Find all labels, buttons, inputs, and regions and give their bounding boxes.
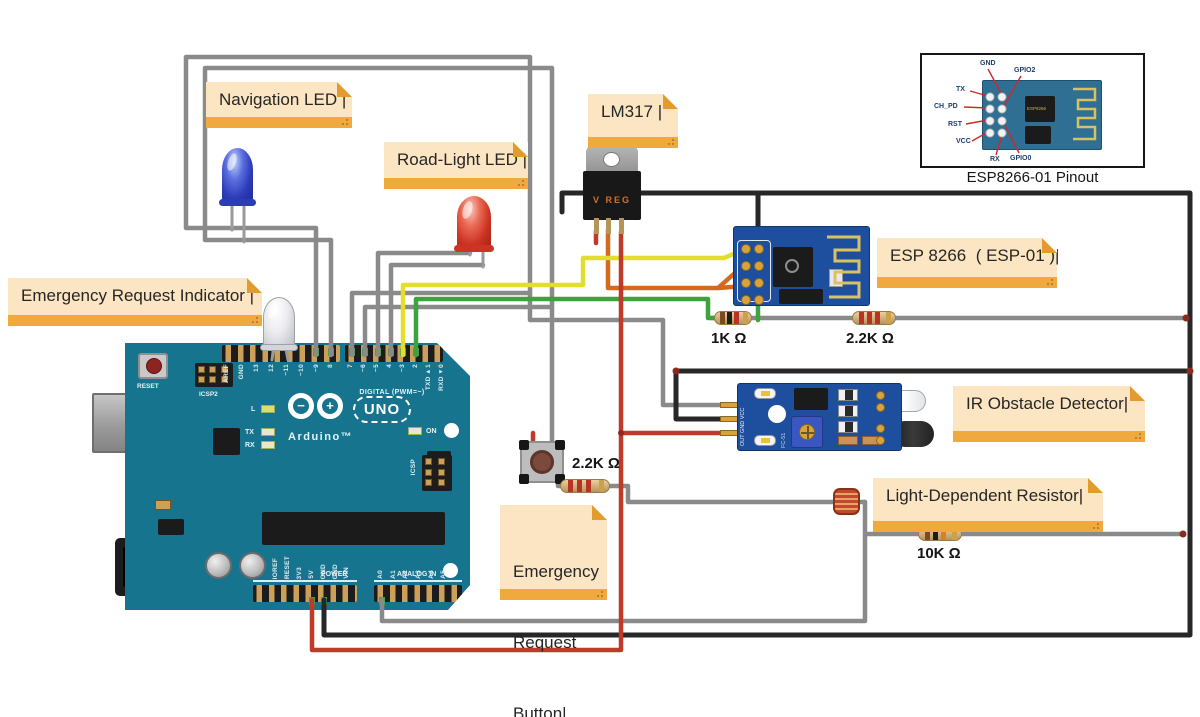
power-caption: POWER <box>321 571 348 578</box>
ir-pin-labels: OUT GND VCC <box>740 407 746 446</box>
mounting-hole <box>443 563 458 578</box>
note-emergency-request-button[interactable]: Emergency Request Button| <box>500 505 607 717</box>
emergency-request-button[interactable] <box>519 440 565 484</box>
digital-header-left[interactable] <box>222 345 340 362</box>
pinout-board: ESP8266 <box>982 80 1102 150</box>
led-rx <box>261 441 275 449</box>
resistor-2k2-esp[interactable] <box>852 311 896 325</box>
esp-pin <box>754 244 764 254</box>
icsp2-header[interactable] <box>195 363 233 387</box>
led-tx-label: TX <box>245 429 254 436</box>
note-text: Light-Dependent Resistor| <box>886 486 1084 505</box>
smd-part <box>155 500 171 510</box>
note-esp8266[interactable]: ESP 8266 ( ESP-01 )| <box>877 238 1060 288</box>
capacitor <box>239 552 266 579</box>
atmega-chip <box>262 512 445 545</box>
ir-obstacle-module[interactable]: OUT GND VCC FC-51 <box>720 383 935 451</box>
power-header[interactable] <box>253 585 357 602</box>
pinout-annotations <box>963 68 1022 156</box>
ldr-photoresistor[interactable] <box>833 488 860 515</box>
note-text: Navigation LED | <box>219 90 347 109</box>
led-tx <box>261 428 275 436</box>
junction-dots <box>618 314 1194 538</box>
arduino-brand: Arduino™ <box>288 431 354 443</box>
esp-chip <box>773 247 813 287</box>
note-text: Emergency Request Indicator | <box>21 286 255 305</box>
pin-contacts <box>309 348 419 605</box>
note-text: ESP 8266 ( ESP-01 )| <box>890 246 1060 265</box>
led-l <box>261 405 275 413</box>
smd-part <box>158 519 184 535</box>
reset-button[interactable] <box>138 353 168 379</box>
arduino-logo: − + <box>288 393 343 419</box>
reset-label: RESET <box>137 383 159 390</box>
note-emergency-request-indicator[interactable]: Emergency Request Indicator | <box>8 278 262 326</box>
esp-pin <box>754 278 764 288</box>
pinout-label-vcc: VCC <box>956 138 971 145</box>
esp-pin <box>741 244 751 254</box>
analog-header[interactable] <box>374 585 462 602</box>
mounting-hole <box>444 423 459 438</box>
note-ir-obstacle-detector[interactable]: IR Obstacle Detector| <box>953 386 1145 442</box>
pinout-label-gpio2: GPIO2 <box>1014 67 1036 74</box>
ir-comparator-ic <box>794 388 828 410</box>
lm317-body: V REG <box>583 171 641 220</box>
note-text-line: Emergency <box>513 561 599 581</box>
emergency-indicator-led[interactable] <box>260 297 298 351</box>
ir-potentiometer[interactable] <box>791 416 823 448</box>
pinout-label-tx: TX <box>956 86 965 93</box>
pinout-label-rst: RST <box>948 121 962 128</box>
esp8266-pinout-panel: ESP8266 GND GPIO2 TX CH_PD R <box>920 53 1145 168</box>
pinout-chip-label: ESP8266 <box>1027 106 1047 111</box>
note-lm317[interactable]: LM317 | <box>588 94 678 148</box>
esp-pin <box>741 261 751 271</box>
note-text-line: Request <box>513 632 577 652</box>
navigation-led[interactable] <box>219 148 256 206</box>
led-rx-label: RX <box>245 442 255 449</box>
esp-pin <box>741 278 751 288</box>
antenna-trace <box>827 235 861 299</box>
esp8266-module[interactable] <box>733 226 870 306</box>
road-light-led[interactable] <box>454 196 494 252</box>
uno-badge: UNO <box>353 396 411 423</box>
led-on <box>408 427 422 435</box>
flash-chip <box>779 289 823 304</box>
button-cap[interactable] <box>530 450 554 474</box>
note-text-line: Button| <box>513 704 567 717</box>
led-l-label: L <box>251 406 256 413</box>
pinout-label-gpio0: GPIO0 <box>1010 155 1032 162</box>
pinout-label-gnd: GND <box>980 60 996 67</box>
label-2k2-button: 2.2K Ω <box>572 455 620 472</box>
label-1k: 1K Ω <box>711 330 747 347</box>
note-navigation-led[interactable]: Navigation LED | <box>206 82 352 128</box>
pinout-label-rx: RX <box>990 156 1000 163</box>
smd-ic <box>213 428 240 455</box>
pinout-label-chpd: CH_PD <box>934 103 958 110</box>
label-10k: 10K Ω <box>917 545 961 562</box>
pinout-caption: ESP8266-01 Pinout <box>966 169 1099 186</box>
label-2k2-esp: 2.2K Ω <box>846 330 894 347</box>
note-text: Road-Light LED | <box>397 150 528 169</box>
esp-pin <box>741 295 751 305</box>
note-text: LM317 | <box>601 102 663 121</box>
on-label: ON <box>426 428 437 435</box>
resistor-2k2-button[interactable] <box>560 479 610 493</box>
note-text: IR Obstacle Detector| <box>966 394 1129 413</box>
esp-pin <box>754 261 764 271</box>
lm317-regulator[interactable]: V REG <box>583 146 641 236</box>
ir-model-label: FC-51 <box>781 432 787 448</box>
yellow-wire[interactable] <box>400 246 748 358</box>
esp-pin <box>754 295 764 305</box>
icsp2-label: ICSP2 <box>199 391 218 398</box>
capacitor <box>205 552 232 579</box>
lm317-marking: V REG <box>592 195 631 205</box>
digital-caption: DIGITAL (PWM=~) <box>359 389 425 396</box>
note-road-light-led[interactable]: Road-Light LED | <box>384 142 528 189</box>
resistor-1k[interactable] <box>714 311 752 325</box>
note-light-dependent-resistor[interactable]: Light-Dependent Resistor| <box>873 478 1103 532</box>
analog-caption: ANALOG IN <box>397 571 437 578</box>
